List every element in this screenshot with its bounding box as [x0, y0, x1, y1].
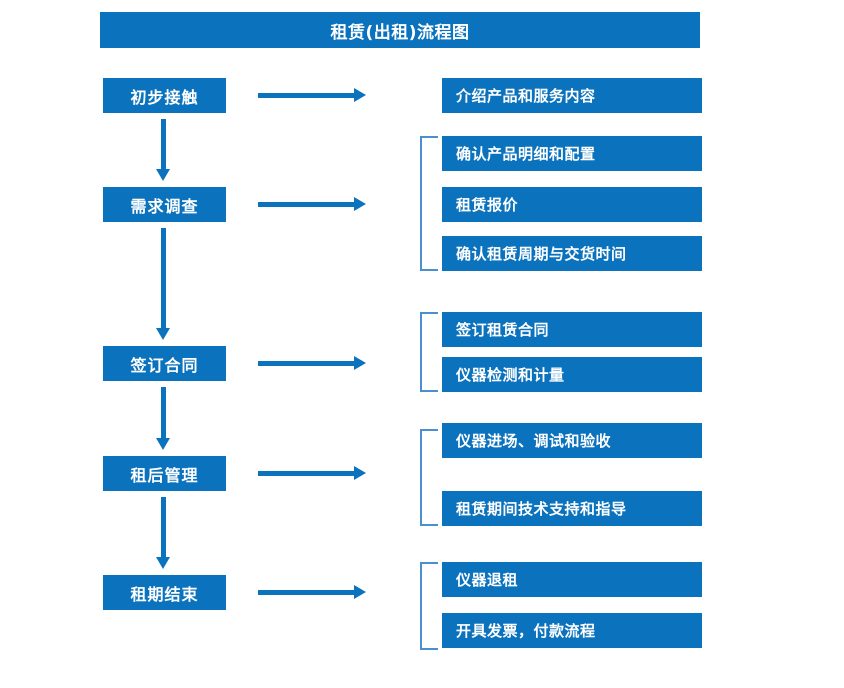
detail-box-sign-rental-contract[interactable]: 签订租赁合同 — [442, 312, 702, 347]
horizontal-arrow-4 — [258, 465, 366, 481]
arrow-head-right-icon — [354, 356, 366, 370]
arrow-shaft — [161, 119, 166, 169]
horizontal-arrow-3 — [258, 355, 366, 371]
detail-box-rental-quote[interactable]: 租赁报价 — [442, 187, 702, 222]
arrow-head-right-icon — [354, 585, 366, 599]
vertical-arrow-2 — [155, 228, 171, 340]
arrow-shaft — [258, 471, 354, 476]
arrow-shaft — [258, 202, 354, 207]
detail-box-introduce-products[interactable]: 介绍产品和服务内容 — [442, 78, 702, 113]
arrow-head-down-icon — [156, 169, 170, 181]
arrow-head-right-icon — [354, 88, 366, 102]
group-bracket-sign-contract — [420, 312, 438, 392]
flowchart-title: 租赁(出租)流程图 — [100, 12, 700, 48]
arrow-shaft — [161, 497, 166, 557]
arrow-head-down-icon — [156, 328, 170, 340]
detail-box-technical-support[interactable]: 租赁期间技术支持和指导 — [442, 491, 702, 526]
group-bracket-needs-survey — [420, 136, 438, 271]
detail-box-confirm-product-details[interactable]: 确认产品明细和配置 — [442, 136, 702, 171]
group-bracket-post-rental — [420, 429, 438, 526]
arrow-shaft — [161, 387, 166, 438]
arrow-shaft — [258, 93, 354, 98]
arrow-shaft — [161, 228, 166, 328]
detail-box-instrument-entry-commissioning[interactable]: 仪器进场、调试和验收 — [442, 423, 702, 458]
arrow-shaft — [258, 361, 354, 366]
stage-box-sign-contract[interactable]: 签订合同 — [103, 346, 226, 381]
arrow-head-down-icon — [156, 438, 170, 450]
detail-box-confirm-lease-period[interactable]: 确认租赁周期与交货时间 — [442, 236, 702, 271]
arrow-shaft — [258, 590, 354, 595]
arrow-head-right-icon — [354, 466, 366, 480]
horizontal-arrow-5 — [258, 584, 366, 600]
stage-box-needs-survey[interactable]: 需求调查 — [103, 187, 226, 222]
detail-box-invoice-payment[interactable]: 开具发票，付款流程 — [442, 613, 702, 648]
stage-box-post-rental-management[interactable]: 租后管理 — [103, 456, 226, 491]
vertical-arrow-1 — [155, 119, 171, 181]
vertical-arrow-3 — [155, 387, 171, 450]
detail-box-instrument-inspection[interactable]: 仪器检测和计量 — [442, 357, 702, 392]
detail-box-instrument-return[interactable]: 仪器退租 — [442, 562, 702, 597]
arrow-head-down-icon — [156, 557, 170, 569]
vertical-arrow-4 — [155, 497, 171, 569]
horizontal-arrow-1 — [258, 87, 366, 103]
stage-box-initial-contact[interactable]: 初步接触 — [103, 78, 226, 113]
arrow-head-right-icon — [354, 197, 366, 211]
horizontal-arrow-2 — [258, 196, 366, 212]
stage-box-lease-end[interactable]: 租期结束 — [103, 575, 226, 610]
group-bracket-lease-end — [420, 562, 438, 650]
